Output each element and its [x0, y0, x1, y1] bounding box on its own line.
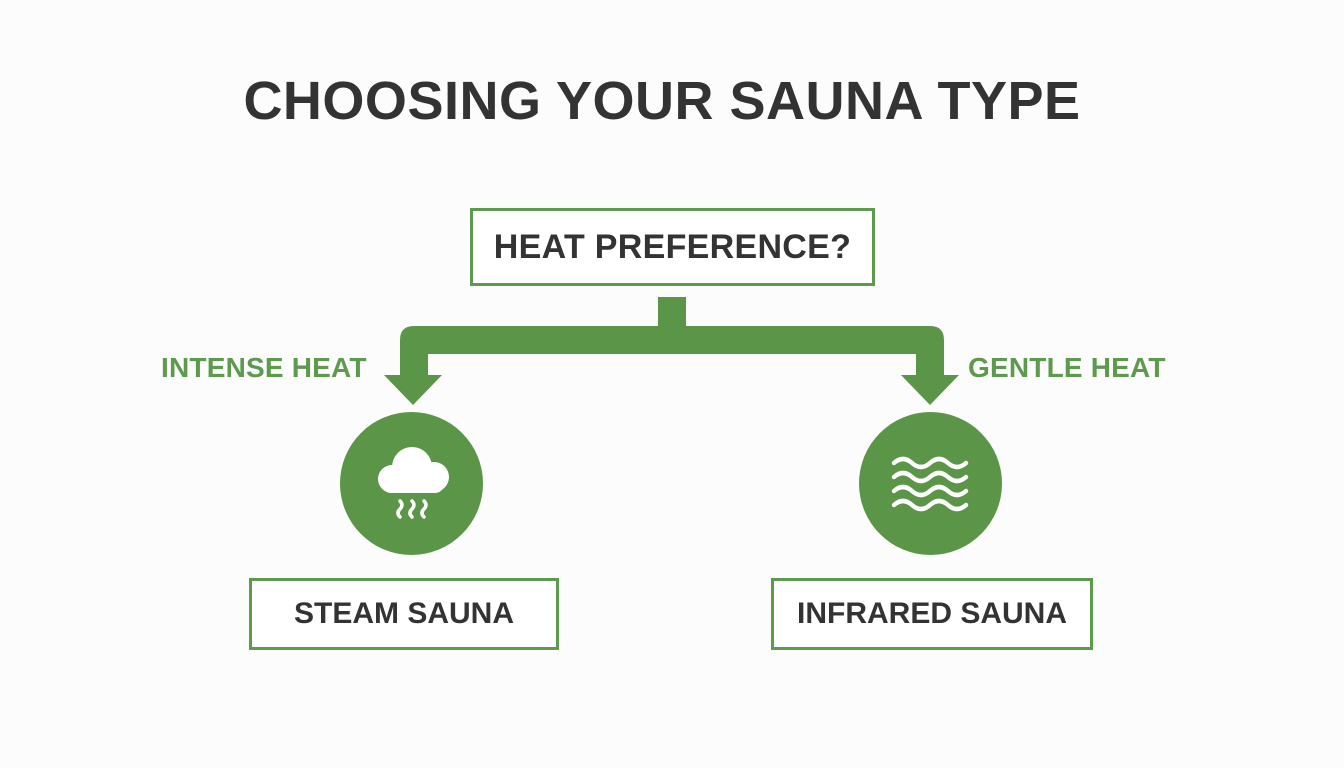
result-box-steam-sauna: STEAM SAUNA [249, 578, 559, 650]
decision-question-box: HEAT PREFERENCE? [470, 208, 875, 286]
result-text-infrared-sauna: INFRARED SAUNA [797, 597, 1067, 630]
heat-waves-icon [891, 456, 968, 511]
connector-stem [658, 297, 686, 329]
result-text-steam-sauna: STEAM SAUNA [293, 597, 514, 630]
arrow-right [901, 375, 959, 405]
steam-option-circle [340, 412, 483, 555]
diagram-title: CHOOSING YOUR SAUNA TYPE [243, 71, 1081, 131]
steam-cloud-icon [377, 446, 449, 519]
branch-label-intense-heat: INTENSE HEAT [161, 352, 367, 383]
arrow-left [384, 375, 442, 405]
branch-label-gentle-heat: GENTLE HEAT [968, 352, 1166, 383]
decision-question-text: HEAT PREFERENCE? [493, 227, 852, 266]
connector-bar [400, 326, 944, 376]
result-box-infrared-sauna: INFRARED SAUNA [771, 578, 1093, 650]
infrared-option-circle [859, 412, 1002, 555]
